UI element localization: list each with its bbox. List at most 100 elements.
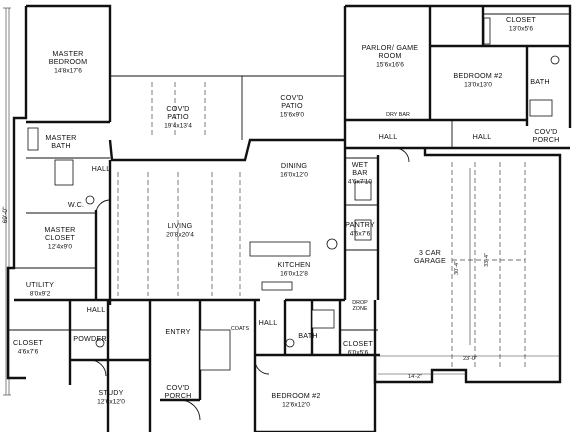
garage-depth-inner: 33'-4" bbox=[484, 253, 490, 267]
room-hall-center: HALL bbox=[259, 318, 278, 327]
room-bath-right: BATH bbox=[530, 77, 549, 86]
room-wc: W.C. bbox=[68, 200, 84, 209]
doors bbox=[89, 147, 410, 421]
room-name: W.C. bbox=[68, 200, 84, 209]
kitchen-island bbox=[249, 241, 311, 257]
room-name: UTILITY bbox=[26, 280, 54, 289]
room-name: HALL bbox=[87, 305, 106, 314]
room-size: 8'0x9'2 bbox=[30, 291, 51, 298]
room-hall-left: HALL bbox=[87, 305, 106, 314]
garage-depth-outer: 30'-4" bbox=[454, 261, 460, 275]
room-size: 4'6x7'10 bbox=[348, 179, 372, 186]
room-hall-right: HALL bbox=[473, 132, 492, 141]
room-hall-mid: HALL bbox=[379, 132, 398, 141]
room-size: 13'0x5'6 bbox=[509, 26, 533, 33]
room-closet-bottom: CLOSET 6'0x5'6 bbox=[343, 339, 373, 357]
room-name: ENTRY bbox=[165, 327, 190, 336]
room-entry: ENTRY bbox=[165, 327, 190, 336]
entry-stair bbox=[199, 329, 231, 371]
room-bedroom-2-top: BEDROOM #2 13'0x13'0 bbox=[453, 71, 502, 89]
room-size: 12'4x9'0 bbox=[48, 244, 72, 251]
room-size: 15'6x9'0 bbox=[280, 112, 304, 119]
overall-dimension-label: 69'-0" bbox=[2, 206, 9, 223]
overall-dimension: 69'-0" bbox=[2, 7, 11, 396]
room-utility: UTILITY 8'0x9'2 bbox=[26, 280, 54, 298]
room-size: 20'8x20'4 bbox=[166, 232, 194, 239]
room-name: HALL bbox=[473, 132, 492, 141]
room-name: HALL bbox=[379, 132, 398, 141]
room-closet-top: CLOSET 13'0x5'6 bbox=[506, 15, 536, 33]
room-living: LIVING 20'8x20'4 bbox=[166, 221, 194, 239]
room-powder: POWDER bbox=[73, 334, 107, 343]
room-size: 12'6x12'0 bbox=[97, 399, 125, 406]
walls bbox=[6, 4, 572, 432]
room-size: 4'6x7'6 bbox=[350, 231, 371, 238]
room-name: STUDY bbox=[98, 388, 123, 397]
room-dry-bar: DRY BAR bbox=[386, 112, 410, 118]
room-name: CLOSET bbox=[506, 15, 536, 24]
room-name: KITCHEN bbox=[278, 260, 311, 269]
room-size: 15'6x16'6 bbox=[376, 62, 404, 69]
room-name: CLOSET bbox=[343, 339, 373, 348]
room-size: 13'0x13'0 bbox=[464, 82, 492, 89]
room-name: LIVING bbox=[168, 221, 193, 230]
room-closet-left: CLOSET 4'6x7'6 bbox=[13, 338, 43, 356]
room-size: 12'6x12'0 bbox=[282, 402, 310, 409]
room-pantry: PANTRY 4'6x7'6 bbox=[345, 220, 375, 238]
garage-dimensions: 30'-4" 33'-4" 23'-0" 14'-2" bbox=[378, 168, 560, 380]
room-name: DRY BAR bbox=[386, 112, 410, 118]
room-bedroom-2-bottom: BEDROOM #2 12'6x12'0 bbox=[271, 391, 320, 409]
room-coats: COATS bbox=[231, 326, 250, 332]
room-size: 4'6x7'6 bbox=[18, 349, 39, 356]
room-name: DINING bbox=[281, 161, 308, 170]
room-size: 16'0x12'8 bbox=[280, 271, 308, 278]
room-kitchen: KITCHEN 16'0x12'8 bbox=[278, 260, 311, 278]
room-name: HALL bbox=[92, 164, 111, 173]
room-size: 16'0x12'0 bbox=[280, 172, 308, 179]
room-name: COATS bbox=[231, 326, 250, 332]
ceiling-lines bbox=[117, 82, 526, 368]
room-name: HALL bbox=[259, 318, 278, 327]
room-study: STUDY 12'6x12'0 bbox=[97, 388, 125, 406]
room-name: BEDROOM #2 bbox=[453, 71, 502, 80]
room-dining: DINING 16'0x12'0 bbox=[280, 161, 308, 179]
room-name: BEDROOM #2 bbox=[271, 391, 320, 400]
room-name: BATH bbox=[298, 331, 317, 340]
room-hall-master: HALL bbox=[92, 164, 111, 173]
room-name: POWDER bbox=[73, 334, 107, 343]
room-size: 19'4x13'4 bbox=[164, 123, 192, 130]
room-size: 6'0x5'6 bbox=[348, 350, 369, 357]
garage-door-width: 14'-2" bbox=[408, 374, 422, 380]
room-size: 14'8x17'6 bbox=[54, 68, 82, 75]
room-name: BATH bbox=[530, 77, 549, 86]
fixtures bbox=[27, 17, 560, 371]
room-name: CLOSET bbox=[13, 338, 43, 347]
room-name: PANTRY bbox=[345, 220, 375, 229]
room-bath-bottom: BATH bbox=[298, 331, 317, 340]
garage-width: 23'-0" bbox=[463, 356, 477, 362]
